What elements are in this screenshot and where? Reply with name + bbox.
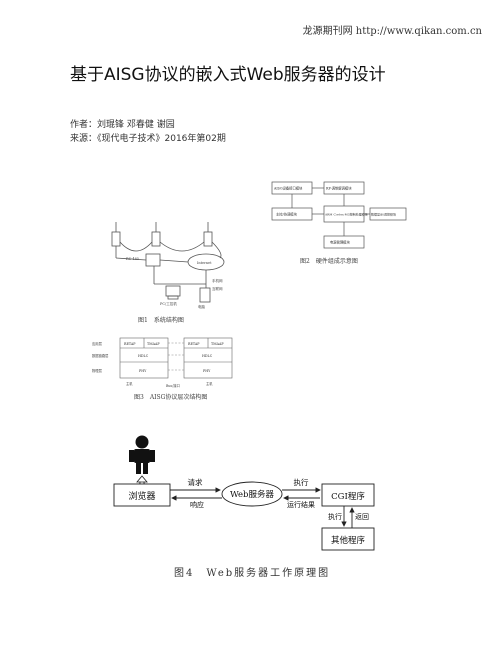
browser-box (113, 483, 171, 507)
response-label: 响应 (190, 500, 204, 509)
fig3-row-2: 物理层 (92, 368, 103, 373)
figure-3-caption: 图3 AISG协议层次结构图 (134, 394, 208, 401)
fig3-cell-phy-right: PHY (203, 369, 211, 373)
fig3-cell-phy-left: PHY (139, 369, 147, 373)
web-server-label: Web服务器 (230, 489, 275, 500)
fig3-cell-hdlc-left: HDLC (138, 354, 149, 358)
fig2-block-1: RF-调制解调模块 (326, 186, 352, 191)
user-figure-icon (129, 435, 155, 474)
other-program-box (321, 527, 375, 551)
fig3-bus: Bus/接口 (166, 383, 180, 388)
fig3-cell-hdlc-right: HDLC (202, 354, 213, 358)
fig3-cell-tmaap-right: TMAAP (211, 342, 224, 346)
figure-1-system-structure: RS-485 Internet PC/工控机 手机网 互联网 电脑 (111, 222, 225, 309)
fig3-row-0: 应用层 (92, 341, 103, 346)
execute-label: 执行 (294, 477, 309, 487)
figure-4-caption: 图4 Web服务器工作原理图 (174, 568, 331, 579)
fig2-block-5: 电源管理模块 (330, 240, 350, 245)
article-source: 来源：《现代电子技术》2016年第02期 (70, 134, 226, 144)
fig2-block-4: 数据显示/调控模块 (371, 212, 396, 217)
fig3-cell-rettap-left: RETAP (124, 342, 136, 346)
fig1-label-rs485: RS-485 (126, 257, 139, 261)
execute2-label: 执行 (328, 512, 342, 521)
figure-4-web-server-principle: 浏览器 Web服务器 CGI程序 其他程序 请求 响应 执行 运行结果 执行 返… (113, 435, 375, 551)
figure-2-caption: 图2 硬件组成示意图 (300, 258, 358, 265)
request-label: 请求 (188, 477, 203, 487)
browser-label: 浏览器 (128, 490, 155, 502)
fig2-block-2: 主控/协调模块 (276, 212, 298, 217)
fig2-block-0: AISG设备接口模块 (273, 186, 303, 191)
figure-1-caption: 图1 系统结构图 (138, 317, 184, 324)
source-header: 龙源期刊网 http://www.qikan.com.cn (302, 26, 482, 37)
fig1-label-internet: Internet (197, 261, 212, 265)
fig1-label-client: 电脑 (198, 304, 205, 309)
cgi-label: CGI程序 (331, 491, 365, 502)
other-program-label: 其他程序 (331, 535, 366, 546)
web-server-ellipse (221, 481, 283, 507)
fig1-label-pc: PC/工控机 (160, 301, 177, 306)
fig3-port-right: 主机 (206, 381, 213, 386)
figure-2-hardware-diagram: AISG设备接口模块 RF-调制解调模块 主控/协调模块 ARM Cortex-… (271, 181, 407, 249)
figure-3-protocol-layers: 应用层 数据链路层 物理层 RETAP TMAAP RETAP TMAAP HD… (92, 337, 233, 388)
article-authors: 作者：刘琨锋 邓春健 谢园 (70, 120, 175, 130)
run-result-label: 运行结果 (287, 500, 315, 509)
fig2-block-3: ARM Cortex-M3控制处理模块 (324, 212, 368, 217)
article-title: 基于AISG协议的嵌入式Web服务器的设计 (70, 65, 386, 85)
fig3-cell-tmaap-left: TMAAP (147, 342, 160, 346)
fig1-label-wired: 互联网 (212, 286, 223, 291)
fig3-cell-rettap-right: RETAP (188, 342, 200, 346)
cgi-box (321, 483, 375, 507)
fig1-label-mobile: 手机网 (212, 278, 223, 283)
return-label: 返回 (355, 513, 369, 521)
fig3-port-left: 主机 (126, 381, 133, 386)
fig3-row-1: 数据链路层 (92, 353, 109, 358)
